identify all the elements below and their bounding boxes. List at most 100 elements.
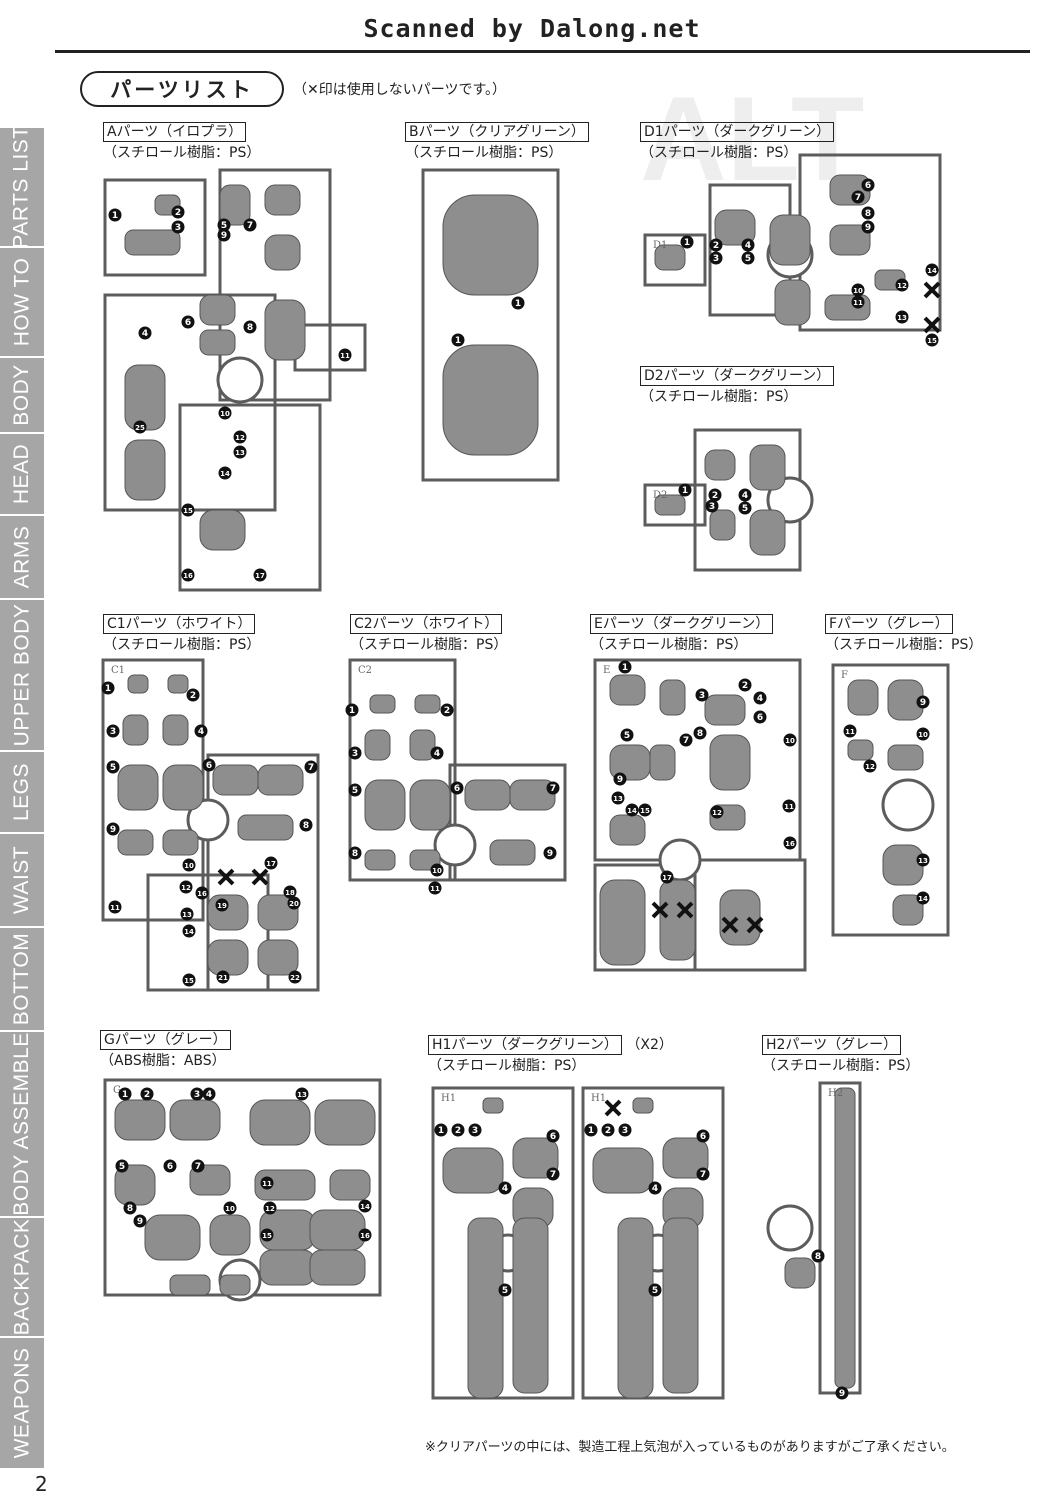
tab-parts-list[interactable]: PARTS LIST: [0, 125, 44, 249]
part-shape: [144, 1214, 201, 1261]
label-runner-h2: H2パーツ（グレー）（スチロール樹脂：PS）: [762, 1035, 919, 1075]
part-number-13: 13: [295, 1087, 309, 1101]
tab-weapons[interactable]: WEAPONS: [0, 1338, 44, 1470]
part-shape: [442, 194, 539, 296]
svg-text:10: 10: [432, 867, 442, 875]
unused-mark-icon: [604, 1099, 622, 1117]
part-number-5: 5: [741, 251, 755, 265]
part-shape: [769, 214, 811, 266]
part-number-5: 5: [648, 1283, 662, 1297]
tab-legs[interactable]: LEGS: [0, 752, 44, 834]
runner-marker: G: [113, 1085, 121, 1096]
part-shape: [892, 894, 924, 926]
runner-material: （スチロール樹脂：PS）: [640, 145, 798, 161]
part-number-13: 13: [895, 310, 909, 324]
tab-upper-body[interactable]: UPPER BODY: [0, 600, 44, 752]
runner-material: （スチロール樹脂：PS）: [350, 637, 508, 653]
tab-arms[interactable]: ARMS: [0, 516, 44, 600]
part-number-4: 4: [648, 1181, 662, 1195]
runner-frame: [178, 403, 322, 592]
runner-material: （スチロール樹脂：PS）: [405, 145, 563, 161]
part-number-14: 14: [625, 803, 639, 817]
svg-text:4: 4: [142, 329, 148, 339]
part-shape: [442, 1147, 504, 1194]
part-number-14: 14: [358, 1199, 372, 1213]
part-number-4: 4: [430, 746, 444, 760]
svg-text:3: 3: [175, 223, 181, 233]
part-number-12: 12: [710, 805, 724, 819]
runner-marker: C2: [358, 665, 372, 676]
part-shape: [212, 764, 259, 796]
svg-text:8: 8: [697, 729, 703, 739]
svg-text:7: 7: [550, 784, 556, 794]
part-number-2: 2: [171, 205, 185, 219]
part-shape: [784, 1257, 816, 1289]
svg-text:4: 4: [652, 1184, 658, 1194]
tab-backpack[interactable]: BACKPACK: [0, 1218, 44, 1338]
svg-text:9: 9: [839, 1389, 845, 1399]
svg-text:5: 5: [652, 1286, 658, 1296]
svg-text:7: 7: [855, 193, 861, 203]
svg-text:7: 7: [247, 221, 253, 231]
part-number-15: 15: [925, 333, 939, 347]
runner-material: （スチロール樹脂：PS）: [103, 637, 261, 653]
runner-marker: E: [603, 665, 610, 676]
part-shape: [309, 1249, 366, 1286]
runner-frame: [643, 233, 707, 287]
part-number-15: 15: [181, 503, 195, 517]
part-shape: [314, 1099, 376, 1146]
svg-text:3: 3: [472, 1126, 478, 1136]
part-shape: [609, 674, 646, 706]
part-number-1: 1: [678, 483, 692, 497]
svg-text:13: 13: [918, 857, 928, 865]
part-shape: [207, 894, 249, 931]
part-number-14: 14: [916, 891, 930, 905]
svg-text:12: 12: [181, 884, 191, 892]
runner-marker: H1: [591, 1093, 606, 1104]
part-shape: [709, 509, 736, 541]
part-number-10: 10: [182, 858, 196, 872]
tab-body[interactable]: BODY: [0, 358, 44, 434]
runner-material: （スチロール樹脂：PS）: [103, 145, 261, 161]
svg-text:11: 11: [110, 904, 120, 912]
svg-text:11: 11: [430, 885, 440, 893]
part-number-15: 15: [638, 803, 652, 817]
svg-text:8: 8: [247, 323, 253, 333]
tab-bottom[interactable]: BOTTOM: [0, 928, 44, 1032]
svg-text:6: 6: [550, 1132, 556, 1142]
svg-text:12: 12: [235, 434, 245, 442]
part-number-12: 12: [233, 430, 247, 444]
svg-text:13: 13: [182, 911, 192, 919]
tab-how-to[interactable]: HOW TO: [0, 248, 44, 358]
part-shape: [117, 764, 159, 811]
part-shape: [167, 674, 189, 694]
part-number-2: 2: [440, 703, 454, 717]
part-number-1: 1: [680, 235, 694, 249]
svg-text:5: 5: [502, 1286, 508, 1296]
part-shape: [127, 674, 149, 694]
part-shape: [659, 679, 686, 716]
tab-body-assemble[interactable]: BODY ASSEMBLE: [0, 1032, 44, 1218]
runner-gate-ring: [186, 798, 230, 842]
part-number-3: 3: [190, 1087, 204, 1101]
runner-frame: [146, 873, 270, 992]
part-shape: [749, 444, 786, 491]
part-number-7: 7: [546, 1167, 560, 1181]
svg-text:8: 8: [815, 1252, 821, 1262]
part-number-12: 12: [263, 1201, 277, 1215]
svg-text:4: 4: [745, 241, 751, 251]
tab-head[interactable]: HEAD: [0, 434, 44, 516]
part-shape: [464, 779, 511, 811]
part-number-1: 1: [618, 660, 632, 674]
part-shape: [264, 234, 301, 271]
tab-waist[interactable]: WAIST: [0, 834, 44, 928]
svg-text:14: 14: [184, 928, 194, 936]
part-shape: [714, 209, 756, 246]
page-title: パーツリスト: [80, 71, 284, 107]
part-number-7: 7: [546, 781, 560, 795]
runner-name: C2パーツ（ホワイト）: [350, 614, 503, 634]
part-shape: [249, 1099, 311, 1146]
